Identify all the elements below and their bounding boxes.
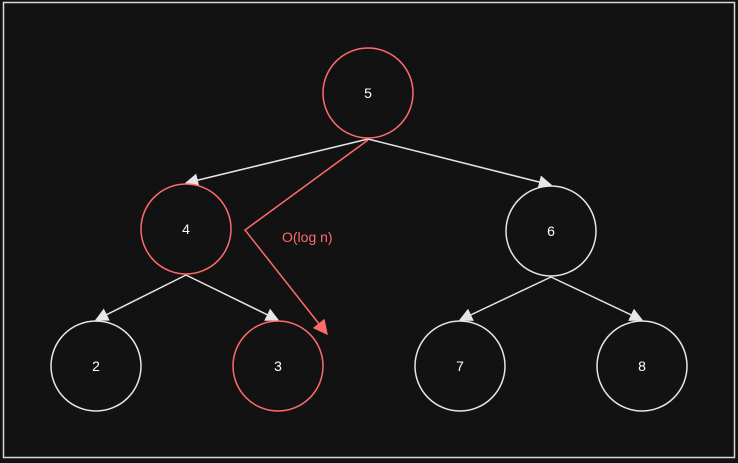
tree-node-7: 7	[414, 320, 506, 412]
node-label-4: 4	[182, 221, 190, 237]
edge-n6-n7	[458, 276, 552, 321]
node-label-2: 2	[92, 358, 100, 374]
search-path-arrow	[243, 139, 369, 336]
node-circle-2	[50, 320, 142, 412]
tree-node-3: 3	[232, 320, 324, 412]
edge-n4-n2	[94, 274, 187, 321]
node-circle-8	[596, 320, 688, 412]
node-circle-5	[322, 47, 414, 139]
edge-n4-n3	[185, 274, 280, 321]
edge-layer	[94, 138, 644, 321]
edge-n5-n4	[184, 138, 369, 187]
tree-node-6: 6	[505, 185, 597, 277]
node-circle-3	[232, 320, 324, 412]
node-label-6: 6	[547, 223, 555, 239]
node-circle-7	[414, 320, 506, 412]
node-label-8: 8	[638, 358, 646, 374]
tree-node-4: 4	[140, 183, 232, 275]
tree-node-5: 5	[322, 47, 414, 139]
tree-node-8: 8	[596, 320, 688, 412]
complexity-label: O(log n)	[282, 229, 333, 245]
edge-n6-n8	[550, 276, 644, 321]
node-circle-4	[140, 183, 232, 275]
edge-n5-n6	[367, 138, 553, 189]
node-layer: 5 4 6 2 3 7 8	[50, 47, 688, 412]
tree-node-2: 2	[50, 320, 142, 412]
node-circle-6	[505, 185, 597, 277]
node-label-3: 3	[274, 358, 282, 374]
node-label-7: 7	[456, 358, 464, 374]
node-label-5: 5	[364, 85, 372, 101]
